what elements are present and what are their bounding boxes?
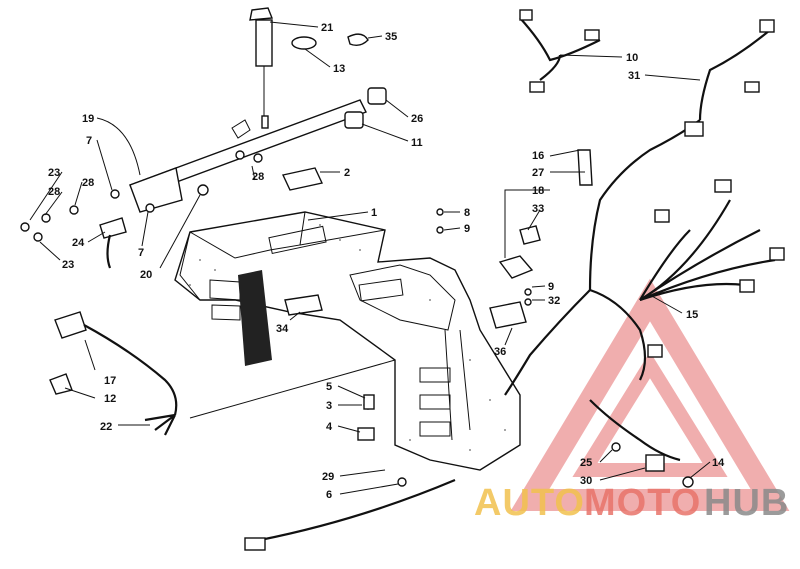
fastener-parts xyxy=(20,150,694,488)
console-housing xyxy=(174,211,521,471)
callout-11: 11 xyxy=(411,137,423,149)
callout-34: 34 xyxy=(276,323,289,335)
callout-15: 15 xyxy=(686,309,698,321)
clamp-part xyxy=(291,33,369,50)
callout-30: 30 xyxy=(580,475,592,487)
callout-10: 10 xyxy=(626,52,638,64)
callout-24: 24 xyxy=(72,237,85,249)
callout-labels: 21 35 13 10 31 26 11 19 7 23 28 28 28 24… xyxy=(48,22,725,501)
callout-3: 3 xyxy=(326,400,332,412)
watermark-text: AUTO MOTO HUB xyxy=(474,482,789,524)
callout-5: 5 xyxy=(326,381,332,393)
mounting-bar xyxy=(129,87,387,213)
callout-8: 8 xyxy=(464,207,470,219)
callout-21: 21 xyxy=(321,22,333,34)
choke-knob-assembly xyxy=(249,7,273,129)
callout-35: 35 xyxy=(385,31,397,43)
callout-25: 25 xyxy=(580,457,592,469)
callout-31: 31 xyxy=(628,70,640,82)
callout-9-bottom: 9 xyxy=(548,281,554,293)
callout-2: 2 xyxy=(344,167,350,179)
watermark-hub: HUB xyxy=(704,482,789,524)
callout-22: 22 xyxy=(100,421,112,433)
callout-14: 14 xyxy=(712,457,725,469)
brackets-and-plates xyxy=(281,149,593,329)
callout-20: 20 xyxy=(140,269,152,281)
watermark-auto: AUTO xyxy=(474,482,585,524)
callout-7-top: 7 xyxy=(86,135,92,147)
callout-16: 16 xyxy=(532,150,544,162)
callout-13: 13 xyxy=(333,63,345,75)
callout-1: 1 xyxy=(371,207,377,219)
callout-27: 27 xyxy=(532,167,544,179)
callout-36: 36 xyxy=(494,346,506,358)
callout-23-bottom: 23 xyxy=(62,259,74,271)
callout-28-left: 28 xyxy=(48,186,60,198)
callout-28-mid: 28 xyxy=(82,177,94,189)
callout-19: 19 xyxy=(82,113,94,125)
callout-32: 32 xyxy=(548,295,560,307)
callout-4: 4 xyxy=(326,421,333,433)
callout-26: 26 xyxy=(411,113,423,125)
callout-9-top: 9 xyxy=(464,223,470,235)
callout-28-right: 28 xyxy=(252,171,264,183)
callout-18: 18 xyxy=(532,185,544,197)
switch-assembly xyxy=(49,311,178,436)
callout-12: 12 xyxy=(104,393,116,405)
leader-lines xyxy=(29,21,711,495)
callout-17: 17 xyxy=(104,375,116,387)
watermark-moto: MOTO xyxy=(584,482,701,524)
wiring-harness xyxy=(244,9,785,551)
callout-33: 33 xyxy=(532,203,544,215)
callout-6: 6 xyxy=(326,489,332,501)
callout-23-top: 23 xyxy=(48,167,60,179)
callout-7-bottom: 7 xyxy=(138,247,144,259)
callout-29: 29 xyxy=(322,471,334,483)
